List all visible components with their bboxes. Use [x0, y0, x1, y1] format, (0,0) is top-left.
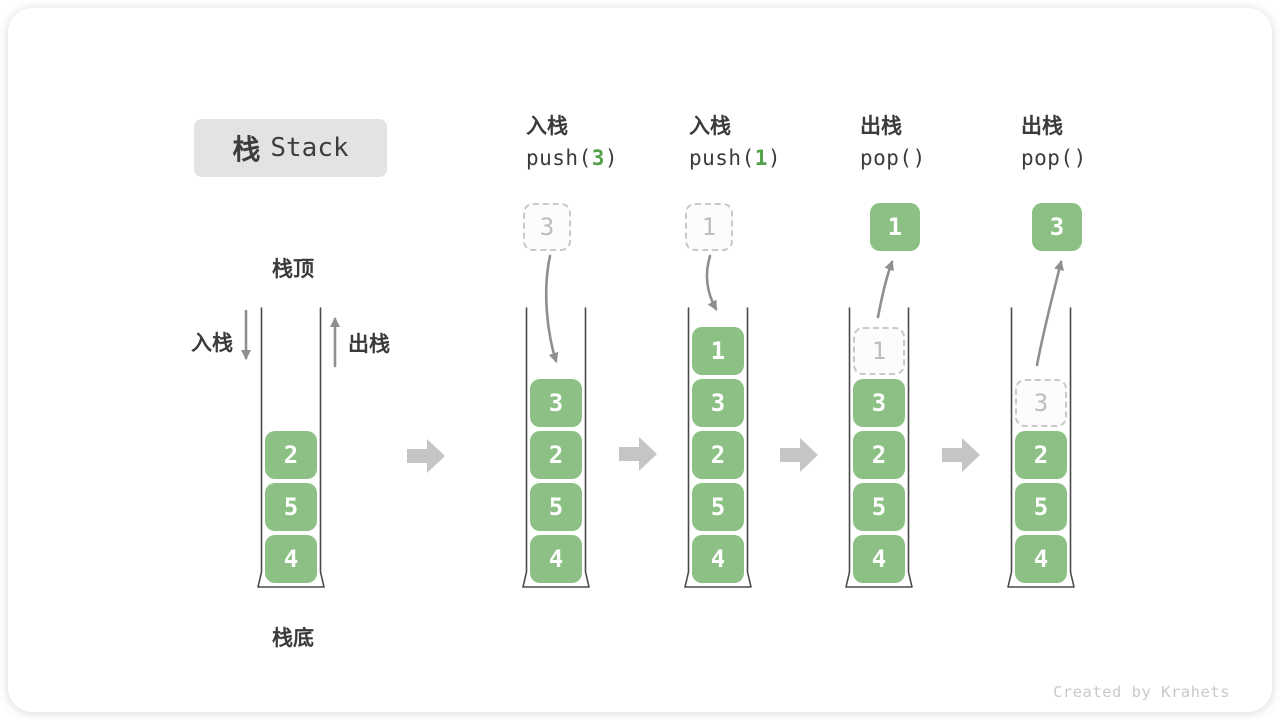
stack-container-5 — [1007, 307, 1075, 588]
pop-side-label: 出栈 — [348, 332, 390, 356]
op-code: push(3) — [526, 141, 618, 175]
stack-cell: 4 — [265, 535, 317, 583]
code-text: ) — [1073, 146, 1087, 170]
watermark: Created by Krahets — [1053, 683, 1230, 701]
stack-cell: 4 — [1015, 535, 1067, 583]
stack-top-label: 栈顶 — [272, 257, 314, 281]
title-zh: 栈 — [232, 133, 261, 166]
op-name: 出栈 — [1021, 114, 1063, 138]
code-text: ) — [912, 146, 926, 170]
diagram-geometry-layer — [241, 254, 1075, 588]
transition-arrow-icon — [407, 439, 445, 473]
stack-cell: 5 — [692, 483, 744, 531]
code-arg: 1 — [754, 146, 768, 170]
incoming-element: 3 — [523, 203, 571, 251]
pop-motion-arrow — [1035, 260, 1064, 367]
stack-container-1 — [257, 307, 325, 588]
stack-container-2 — [522, 307, 590, 588]
stack-container-4 — [845, 307, 913, 588]
op-code: pop() — [1021, 141, 1087, 175]
stack-cell: 3 — [692, 379, 744, 427]
ghost-cell: 1 — [853, 327, 905, 375]
stack-cell: 5 — [530, 483, 582, 531]
stack-cell: 2 — [265, 431, 317, 479]
transition-arrow-icon — [780, 438, 818, 472]
stack-cell: 3 — [853, 379, 905, 427]
code-arg: 3 — [591, 146, 605, 170]
push-motion-arrow — [544, 254, 559, 363]
code-text: ) — [767, 146, 782, 170]
stack-cell: 2 — [530, 431, 582, 479]
operation-label-push-1: 入栈 push(1) — [689, 111, 781, 175]
op-code: pop() — [860, 141, 926, 175]
op-name: 入栈 — [526, 114, 568, 138]
diagram-card: 栈 Stack 入栈 push(3) 入栈 push(1) 出栈 pop() 出… — [8, 8, 1272, 712]
popped-element: 3 — [1032, 203, 1082, 251]
stack-cell: 3 — [530, 379, 582, 427]
code-text: pop( — [1021, 146, 1074, 170]
title-en: Stack — [270, 133, 349, 163]
transition-arrow-icon — [619, 437, 657, 471]
incoming-element: 1 — [685, 203, 733, 251]
stack-cell: 5 — [1015, 483, 1067, 531]
popped-element: 1 — [870, 203, 920, 251]
stack-cell: 1 — [692, 327, 744, 375]
code-text: push( — [526, 146, 592, 170]
stack-cell: 4 — [692, 535, 744, 583]
code-text: pop( — [860, 146, 913, 170]
operation-label-pop-2: 出栈 pop() — [1021, 111, 1087, 175]
stack-container-3 — [684, 307, 752, 588]
push-side-label: 入栈 — [191, 331, 233, 355]
code-text: push( — [689, 146, 755, 170]
stack-cell: 2 — [692, 431, 744, 479]
stack-cell: 2 — [1015, 431, 1067, 479]
pop-motion-arrow — [876, 260, 894, 319]
operation-label-push-3: 入栈 push(3) — [526, 111, 618, 175]
diagram-title: 栈 Stack — [194, 119, 387, 177]
ghost-cell: 3 — [1015, 379, 1067, 427]
operation-label-pop-1: 出栈 pop() — [860, 111, 926, 175]
stack-bottom-label: 栈底 — [272, 626, 314, 650]
op-code: push(1) — [689, 141, 781, 175]
push-motion-arrow — [705, 254, 718, 311]
stack-cell: 5 — [265, 483, 317, 531]
op-name: 出栈 — [860, 114, 902, 138]
code-text: ) — [604, 146, 619, 170]
stack-cell: 2 — [853, 431, 905, 479]
op-name: 入栈 — [689, 114, 731, 138]
stack-cell: 5 — [853, 483, 905, 531]
stack-cell: 4 — [853, 535, 905, 583]
stack-cell: 4 — [530, 535, 582, 583]
transition-arrow-icon — [942, 438, 980, 472]
